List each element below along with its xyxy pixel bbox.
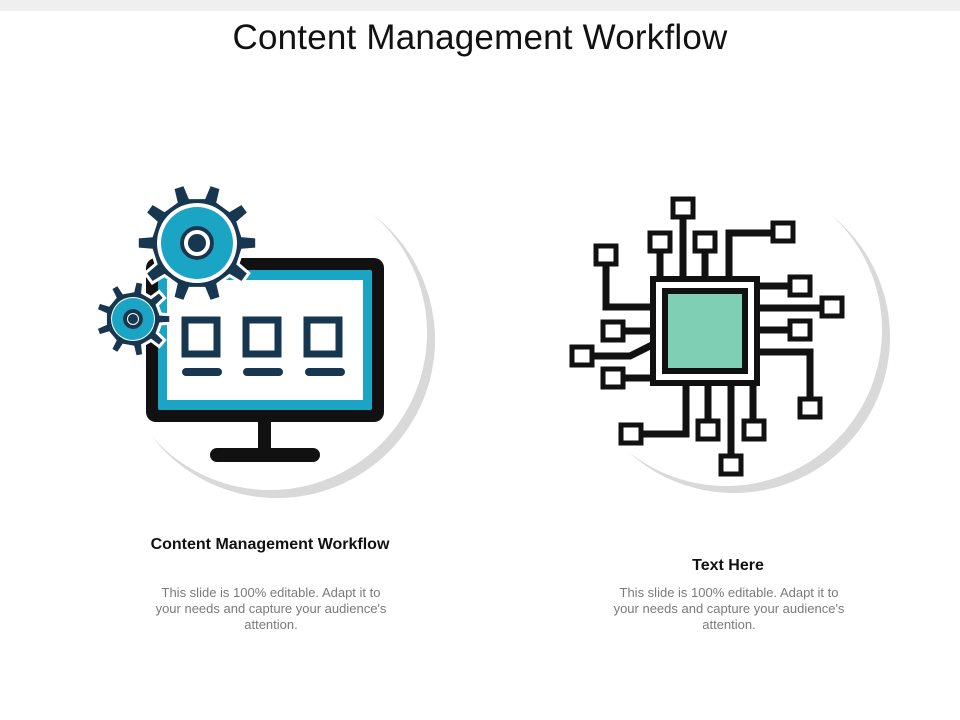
card-description-left: This slide is 100% editable. Adapt it to… [155,585,387,632]
top-strip [0,0,960,11]
card-title-content-management-workflow: Content Management Workflow [150,536,390,553]
card-title-text-here: Text Here [692,557,764,574]
circuit-chip-icon [569,196,845,477]
monitor-icon [146,258,384,462]
gear-small-icon [94,279,173,359]
gear-large-icon [135,182,259,304]
slide-title: Content Management Workflow [232,18,728,57]
card-description-right: This slide is 100% editable. Adapt it to… [613,585,845,632]
